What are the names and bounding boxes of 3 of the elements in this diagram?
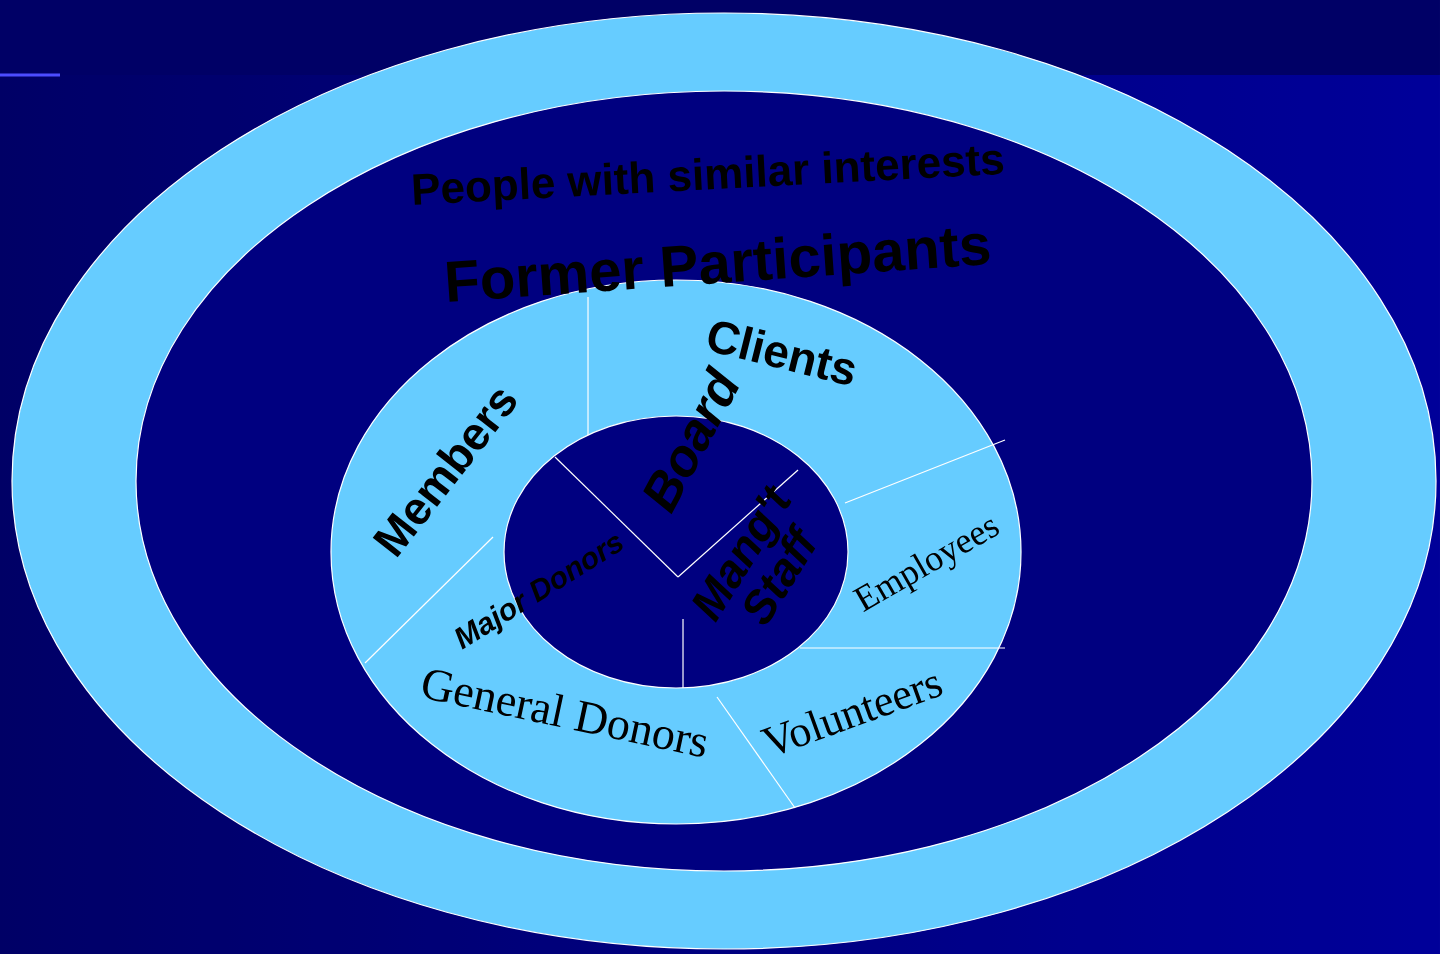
region-label: People with similar interests	[413, 146, 1004, 210]
region-label: Former Participants	[446, 228, 990, 302]
region-label: General Donors	[423, 670, 707, 757]
